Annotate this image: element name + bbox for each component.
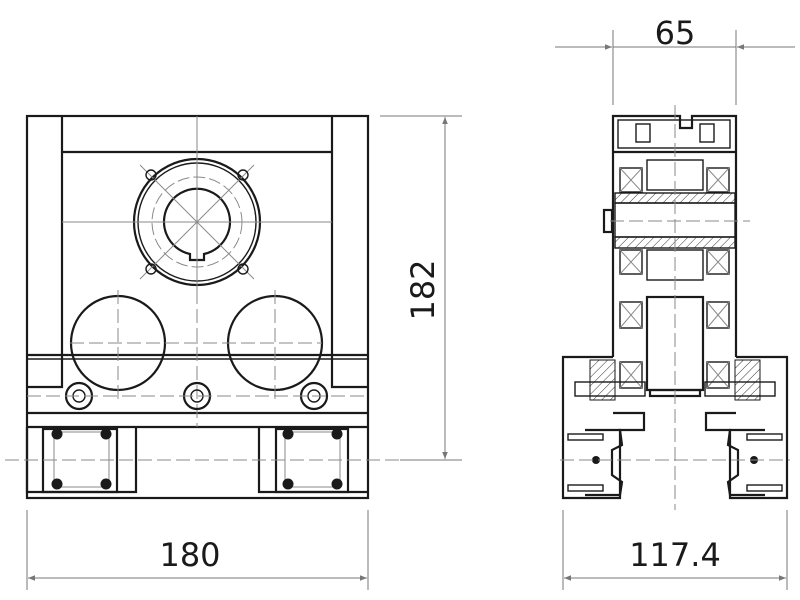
dimension-width-side-top: 65 [555,14,795,105]
side-view [560,105,790,510]
rail-profile-left [567,428,624,497]
rail-profile-right [726,428,783,497]
dimension-height-front: 182 [380,115,462,461]
dimension-label: 117.4 [629,536,721,574]
keyed-bore [162,187,232,262]
left-post [27,116,64,389]
front-view [5,114,400,500]
dimension-width-side-base: 117.4 [562,510,788,590]
dimension-label: 182 [404,259,442,320]
dimension-label: 180 [159,536,220,574]
right-post [330,116,368,389]
dimension-width-front: 180 [26,510,369,590]
dimension-label: 65 [655,14,696,52]
